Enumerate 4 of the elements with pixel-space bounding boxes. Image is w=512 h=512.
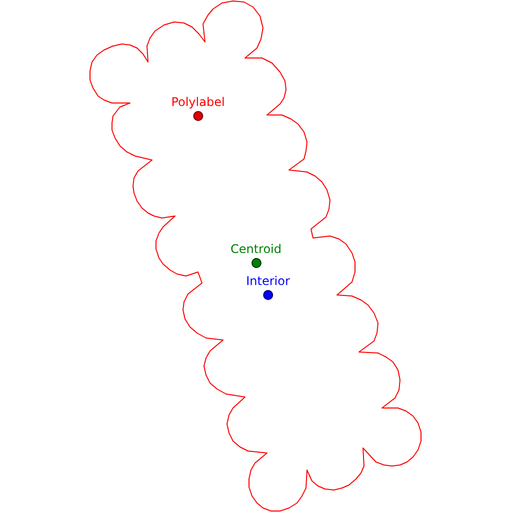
point-label: Polylabel xyxy=(171,96,225,108)
point-label: Interior xyxy=(246,275,290,287)
scalloped-outline xyxy=(88,0,424,512)
point-label: Centroid xyxy=(230,243,282,255)
